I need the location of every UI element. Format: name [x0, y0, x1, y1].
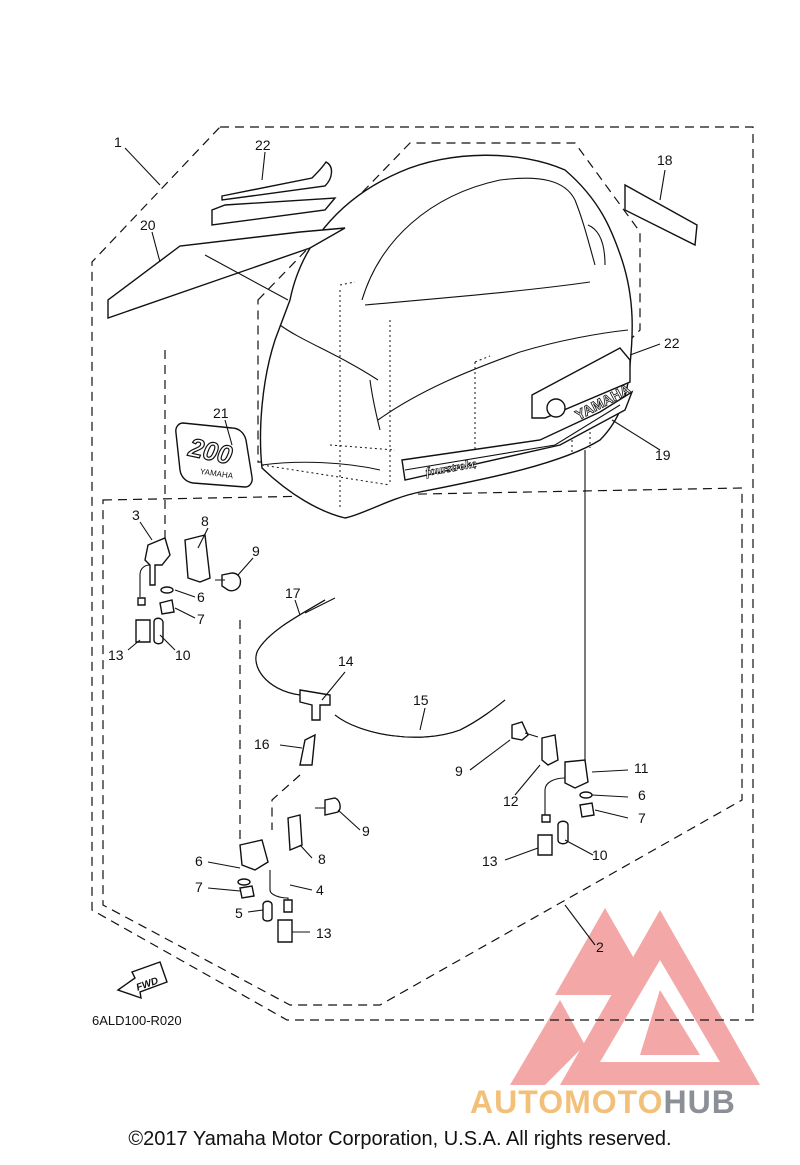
decal-22-top: [211, 161, 337, 226]
callout-7-lower: 7: [195, 879, 203, 895]
callout-9-right: 9: [455, 763, 463, 779]
callout-20: 20: [140, 217, 156, 233]
callout-16: 16: [254, 736, 270, 752]
boundary-top-cowling: [91, 126, 754, 1021]
callout-18: 18: [657, 152, 673, 168]
hose-assembly: [255, 599, 506, 830]
callout-12: 12: [503, 793, 519, 809]
watermark-hub: HUB: [663, 1084, 736, 1120]
callout-8-left: 8: [201, 513, 209, 529]
callout-11: 11: [634, 760, 649, 776]
callout-22-side: 22: [664, 335, 680, 351]
callout-8-lower: 8: [318, 851, 326, 867]
boundary-bottom-group: [102, 487, 743, 1006]
callout-7-left: 7: [197, 611, 205, 627]
callout-10-right: 10: [592, 847, 608, 863]
callout-19: 19: [655, 447, 671, 463]
decal-21-model-badge: 200 YAMAHA: [175, 422, 253, 488]
watermark-moto: MOTO: [564, 1084, 664, 1120]
decal-18: [624, 183, 698, 247]
callout-10-left: 10: [175, 647, 191, 663]
leader-lines: [124, 147, 666, 946]
callout-22-top: 22: [255, 137, 271, 153]
lower-latch-assembly: [237, 620, 341, 943]
callout-1: 1: [114, 134, 122, 150]
callout-labels: 1 22 18 20 22 21 19 3 8 9 6 7 13 10 17 1…: [92, 134, 680, 1028]
callout-2: 2: [596, 939, 604, 955]
callout-7-right: 7: [638, 810, 646, 826]
callout-6-right: 6: [638, 787, 646, 803]
right-latch-assembly: [511, 450, 595, 856]
callout-13-right: 13: [482, 853, 498, 869]
callout-17: 17: [285, 585, 301, 601]
decal-19-stripe: fourstroke: [401, 390, 634, 481]
callout-15: 15: [413, 692, 429, 708]
callout-13-left: 13: [108, 647, 124, 663]
decal-20: [107, 227, 346, 319]
diagram-code: 6ALD100-R020: [92, 1013, 182, 1028]
watermark-auto: AUTO: [470, 1084, 565, 1120]
callout-9-left: 9: [252, 543, 260, 559]
watermark-logo: [510, 908, 760, 1085]
callout-4: 4: [316, 882, 324, 898]
watermark-text: AUTOMOTOHUB: [470, 1084, 736, 1121]
callout-14: 14: [338, 653, 354, 669]
copyright-notice: ©2017 Yamaha Motor Corporation, U.S.A. A…: [128, 1128, 672, 1150]
callout-9-lower: 9: [362, 823, 370, 839]
callout-5: 5: [235, 905, 243, 921]
callout-13-lower: 13: [316, 925, 332, 941]
left-latch-assembly: [135, 350, 242, 645]
top-cowling: [259, 154, 633, 519]
callout-21: 21: [213, 405, 229, 421]
fwd-arrow-icon: FWD: [116, 961, 168, 1000]
callout-3: 3: [132, 507, 140, 523]
callout-6-lower: 6: [195, 853, 203, 869]
callout-6-left: 6: [197, 589, 205, 605]
